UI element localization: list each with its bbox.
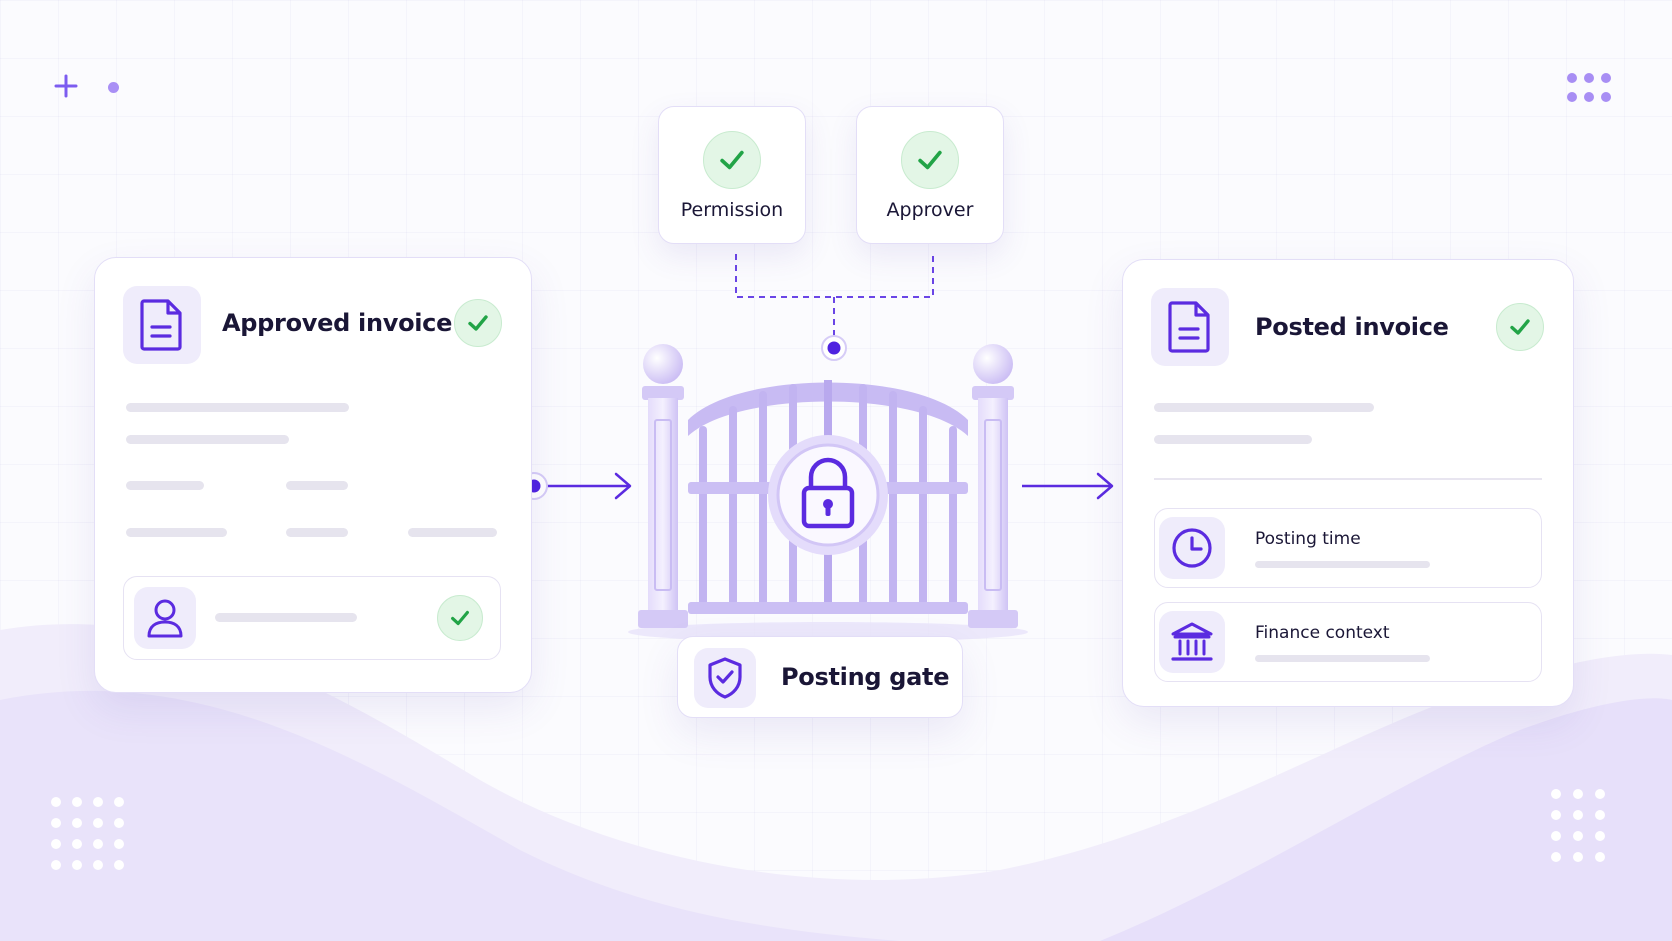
divider <box>1154 478 1542 480</box>
permission-check-card: Permission <box>658 106 806 244</box>
finance-context-row: Finance context <box>1154 602 1542 682</box>
dots-grid-decoration-bottom-right <box>1551 789 1605 862</box>
placeholder-line <box>126 403 349 412</box>
placeholder-line <box>215 613 357 622</box>
posted-invoice-card: Posted invoice Posting time Finance cont… <box>1122 259 1574 707</box>
approved-check-icon <box>454 299 502 347</box>
dots-grid-decoration <box>1567 73 1611 102</box>
dots-grid-decoration-bottom-left <box>51 797 124 870</box>
user-icon <box>134 587 196 649</box>
posting-gate-card: Posting gate <box>677 636 963 718</box>
clock-icon <box>1159 517 1225 579</box>
placeholder-line <box>126 528 227 537</box>
dot-decoration <box>108 82 119 93</box>
document-icon <box>123 286 201 364</box>
shield-check-icon <box>694 648 756 708</box>
approver-check-card: Approver <box>856 106 1004 244</box>
approver-row <box>123 576 501 660</box>
approver-label: Approver <box>886 199 974 221</box>
gate-illustration <box>628 344 1028 640</box>
document-icon <box>1151 288 1229 366</box>
plus-decoration-icon <box>54 74 78 98</box>
placeholder-line <box>1154 403 1374 412</box>
posting-time-label: Posting time <box>1255 529 1361 549</box>
placeholder-line <box>408 528 497 537</box>
posted-invoice-title: Posted invoice <box>1255 313 1449 341</box>
placeholder-line <box>126 435 289 444</box>
permission-label: Permission <box>680 199 784 221</box>
padlock-icon <box>801 457 855 529</box>
approved-invoice-title: Approved invoice <box>222 309 453 337</box>
bank-icon <box>1159 611 1225 673</box>
placeholder-line <box>126 481 204 490</box>
posted-check-icon <box>1496 303 1544 351</box>
approved-invoice-card: Approved invoice <box>94 257 532 693</box>
placeholder-line <box>286 528 348 537</box>
placeholder-line <box>1255 655 1430 662</box>
permission-check-icon <box>703 131 761 189</box>
approver-check-icon <box>901 131 959 189</box>
placeholder-line <box>1154 435 1312 444</box>
approver-check-icon <box>437 595 483 641</box>
placeholder-line <box>286 481 348 490</box>
posting-time-row: Posting time <box>1154 508 1542 588</box>
posting-gate-label: Posting gate <box>781 663 950 691</box>
finance-context-label: Finance context <box>1255 623 1390 643</box>
placeholder-line <box>1255 561 1430 568</box>
